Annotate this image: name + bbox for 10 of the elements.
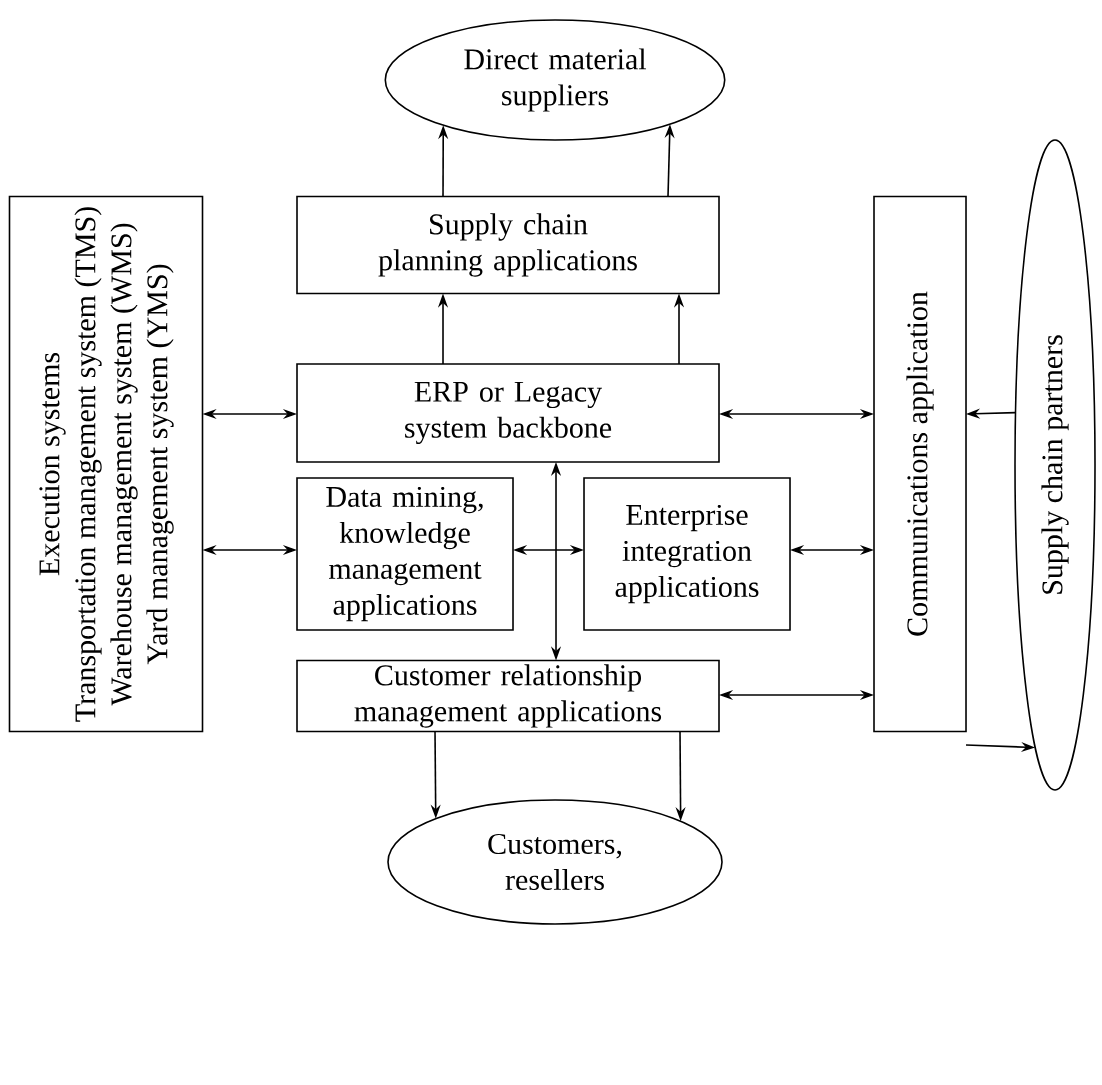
ellipse-node: Direct material suppliers: [384, 19, 726, 141]
ellipse-node: Customers, resellers: [387, 799, 723, 925]
process-box: Enterprise integration applications: [583, 477, 791, 631]
process-box: Customer relationship management applications: [296, 659, 720, 733]
process-box: Supply chain planning applications: [296, 195, 720, 295]
system-box: Execution systems Transportation management system (TMS) Warehouse management system (WMS) Yard management system (YMS): [8, 195, 204, 733]
ellipse-node: Supply chain partners: [1014, 139, 1096, 791]
process-box: ERP or Legacy system backbone: [296, 363, 720, 463]
system-box: Communications application: [873, 195, 967, 733]
process-box: Data mining, knowledge management applications: [296, 477, 514, 631]
